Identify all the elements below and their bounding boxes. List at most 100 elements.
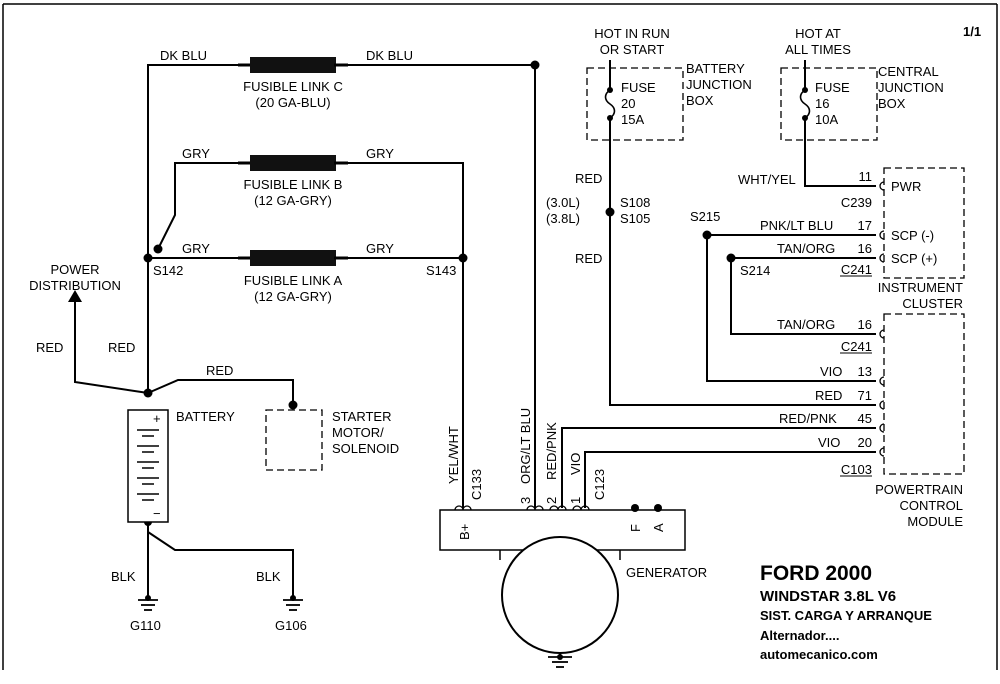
splice-dot-s108 (605, 207, 615, 217)
splice-dot-s215 (702, 230, 712, 240)
wire-red-starter (147, 379, 294, 405)
wire-label-gry-b-left: GRY (182, 146, 210, 161)
fusible-link-c-spec: (20 GA-BLU) (255, 95, 330, 110)
wire-label-tan-org-ic: TAN/ORG (777, 241, 835, 256)
wire-vio-20 (584, 451, 876, 508)
power-distribution-label-1: POWER (50, 262, 99, 277)
wire-red-fuse20 (609, 138, 876, 406)
wire-blk-g106 (147, 531, 294, 598)
central-jb-label-1: CENTRAL (878, 64, 939, 79)
wire-label-gry-b-right: GRY (366, 146, 394, 161)
fusible-link-a-icon (238, 250, 348, 266)
wire-label-dk-blu-right: DK BLU (366, 48, 413, 63)
central-junction-box (780, 60, 878, 141)
engine-variant-38: (3.8L) (546, 211, 580, 226)
splice-label-s108: S108 (620, 195, 650, 210)
pcm-label-1: POWERTRAIN (875, 482, 963, 497)
fuse16-hot-2: ALL TIMES (785, 42, 851, 57)
splice-dot-battery-pos (143, 388, 153, 398)
pin-function-pwr: PWR (891, 179, 921, 194)
pin-pcm-13: 13 (858, 364, 872, 379)
gen-terminal-a: A (651, 523, 666, 532)
pin-pcm-71: 71 (858, 388, 872, 403)
fuse20-hot-2: OR START (600, 42, 665, 57)
pin-pcm-45: 45 (858, 411, 872, 426)
wire-label-red-power: RED (36, 340, 63, 355)
splice-dot-s142 (143, 253, 153, 263)
wire-label-red-pnk-45: RED/PNK (779, 411, 837, 426)
title-model: WINDSTAR 3.8L V6 (760, 588, 896, 605)
battery-jb-label-1: BATTERY (686, 61, 745, 76)
engine-variant-30: (3.0L) (546, 195, 580, 210)
splice-label-s214: S214 (740, 263, 770, 278)
page-frame (2, 3, 998, 670)
wire-label-red-pnk-gen: RED/PNK (544, 422, 559, 480)
connector-label-c239: C239 (841, 195, 872, 210)
wire-label-org-lt-blu: ORG/LT BLU (518, 408, 533, 484)
pin-pcm-20: 20 (858, 435, 872, 450)
wire-label-red-battery: RED (108, 340, 135, 355)
title-site: automecanico.com (760, 647, 878, 662)
ground-g110-icon (138, 599, 158, 611)
wire-label-vio-20: VIO (818, 435, 840, 450)
battery-label: BATTERY (176, 409, 235, 424)
splice-dot-s214 (726, 253, 736, 263)
fusible-link-b-icon (238, 155, 348, 171)
fusible-link-b-spec: (12 GA-GRY) (254, 193, 332, 208)
fuse20-label: FUSE (621, 80, 656, 95)
fusible-link-a-spec: (12 GA-GRY) (254, 289, 332, 304)
starter-label-2: MOTOR/ (332, 425, 384, 440)
fuse16-label: FUSE (815, 80, 850, 95)
splice-dot-dk-blu (530, 60, 540, 70)
title-subtitle: Alternador.... (760, 628, 839, 643)
instrument-cluster-label-1: INSTRUMENT (878, 280, 963, 295)
wire-tan-org-pcm (730, 258, 876, 335)
pcm-label-3: MODULE (907, 514, 963, 529)
pin-pcm-16: 16 (858, 317, 872, 332)
splice-dot-s142-upper (153, 244, 163, 254)
ground-label-g106: G106 (275, 618, 307, 633)
battery-jb-label-2: JUNCTION (686, 77, 752, 92)
pin-function-scp-minus: SCP (-) (891, 228, 934, 243)
fuse20-hot-1: HOT IN RUN (594, 26, 670, 41)
connector-label-c123: C123 (592, 469, 607, 500)
fuse20-rating: 15A (621, 112, 644, 127)
wire-red-pnk-45 (561, 427, 876, 508)
wire-label-wht-yel: WHT/YEL (738, 172, 796, 187)
gen-terminal-f: F (628, 524, 643, 532)
wire-label-blk-g106: BLK (256, 569, 281, 584)
page-number: 1/1 (963, 24, 981, 39)
starter-label-3: SOLENOID (332, 441, 399, 456)
central-jb-label-2: JUNCTION (878, 80, 944, 95)
ground-label-g110: G110 (130, 618, 161, 633)
wire-label-vio-13: VIO (820, 364, 842, 379)
title-make-year: FORD 2000 (760, 562, 872, 585)
pcm-box (883, 313, 965, 475)
generator-label: GENERATOR (626, 565, 707, 580)
wire-label-vio-gen: VIO (568, 453, 583, 475)
wire-label-gry-a-left: GRY (182, 241, 210, 256)
connector-label-c133: C133 (469, 469, 484, 500)
connector-pin-symbols (879, 181, 885, 457)
wire-label-pnk-lt-blu: PNK/LT BLU (760, 218, 833, 233)
power-distribution-arrow-icon (68, 290, 82, 302)
pin-ic-17: 17 (858, 218, 872, 233)
pcm-label-2: CONTROL (899, 498, 963, 513)
fusible-link-c-icon (238, 57, 348, 73)
gen-pin-2: 2 (544, 497, 559, 504)
instrument-cluster-label-2: CLUSTER (902, 296, 963, 311)
fuse20-number: 20 (621, 96, 635, 111)
splice-label-s142: S142 (153, 263, 183, 278)
wire-label-yel-wht: YEL/WHT (446, 426, 461, 484)
wire-label-gry-a-right: GRY (366, 241, 394, 256)
title-system: SIST. CARGA Y ARRANQUE (760, 608, 932, 623)
generator-icon (439, 504, 686, 668)
pin-ic-16: 16 (858, 241, 872, 256)
battery-jb-label-3: BOX (686, 93, 714, 108)
wire-label-tan-org-pcm: TAN/ORG (777, 317, 835, 332)
wire-label-red-fuse20-bottom: RED (575, 251, 602, 266)
battery-minus-label: − (153, 506, 161, 521)
starter-label-1: STARTER (332, 409, 391, 424)
starter-motor-box (265, 409, 323, 471)
